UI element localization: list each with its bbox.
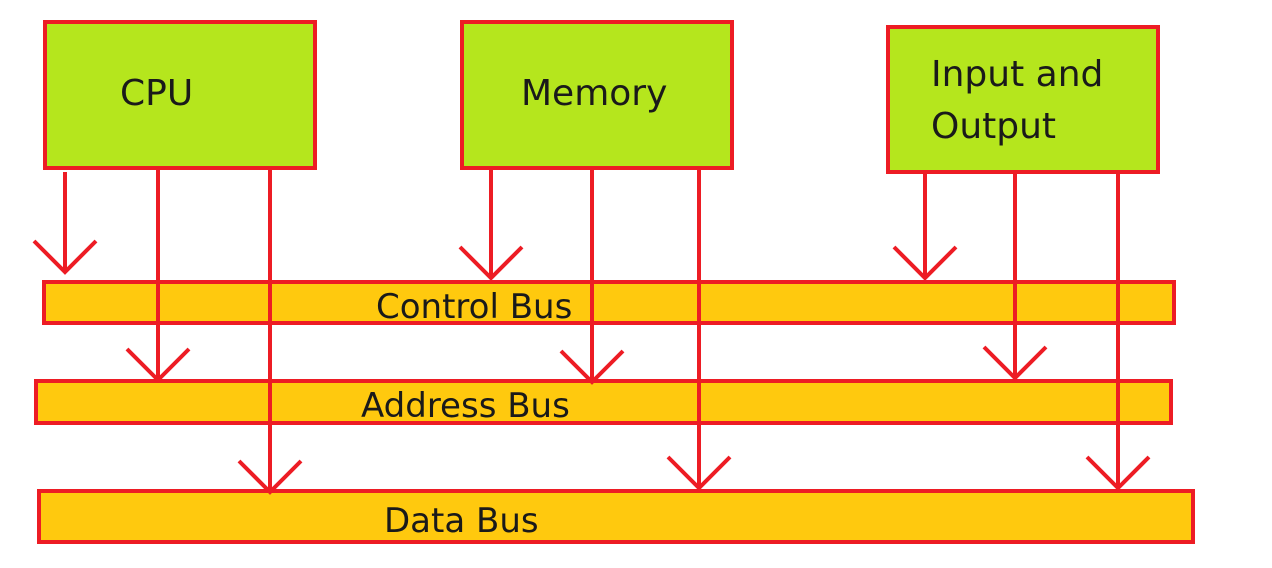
cpu-to-control-arrowhead-icon <box>32 239 98 275</box>
cpu-box: CPU <box>43 20 317 170</box>
cpu-to-address-arrowhead-icon <box>125 347 191 383</box>
io-to-data-arrowhead-icon <box>1085 455 1151 491</box>
io-to-control-arrowhead-icon <box>892 245 958 281</box>
control-bus: Control Bus <box>42 280 1176 327</box>
memory-box: Memory <box>460 20 734 170</box>
io-box: Input and Output <box>886 25 1160 174</box>
memory-to-control-arrowhead-icon <box>458 245 524 281</box>
connection-arrows <box>32 168 1151 495</box>
cpu-to-data-arrowhead-icon <box>237 459 303 495</box>
memory-label: Memory <box>521 73 667 114</box>
io-label-line-2: Output <box>931 106 1056 147</box>
cpu-box-shape <box>43 20 317 170</box>
control-bus-shape <box>42 280 1176 325</box>
data-bus-shape <box>37 489 1195 544</box>
io-to-address-arrowhead-icon <box>982 345 1048 381</box>
io-label-line-1: Input and <box>931 54 1103 95</box>
address-bus: Address Bus <box>34 379 1173 426</box>
cpu-label: CPU <box>120 73 193 114</box>
address-bus-shape <box>34 379 1173 425</box>
io-box-shape <box>886 25 1160 174</box>
data-bus: Data Bus <box>37 489 1195 544</box>
data-bus-label: Data Bus <box>384 501 539 541</box>
address-bus-label: Address Bus <box>361 386 570 426</box>
memory-box-shape <box>460 20 734 170</box>
memory-to-address-arrowhead-icon <box>559 349 625 385</box>
control-bus-label: Control Bus <box>376 287 572 327</box>
memory-to-data-arrowhead-icon <box>666 455 732 491</box>
